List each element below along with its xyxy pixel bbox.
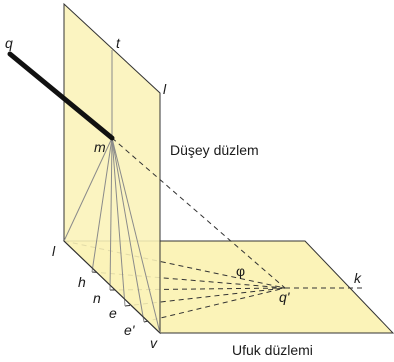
label-e-prime: e' [124,322,136,338]
rod-q [7,51,115,141]
fan-line-h [91,137,113,273]
projection-fan [63,137,161,334]
label-e: e [109,305,117,321]
label-v: v [150,335,158,351]
fan-line-l [63,137,113,242]
fan-line-eprime [111,137,145,323]
label-k: k [354,270,362,286]
label-t: t [116,35,121,51]
label-vertical-plane: Düşey düzlem [170,142,259,158]
label-q-prime: q' [279,289,291,305]
eprime-q-line [143,287,286,323]
label-horizontal-plane: Ufuk düzlemi [232,342,313,358]
ground-line [63,240,161,334]
label-h: h [78,274,86,290]
label-n: n [93,290,101,306]
fan-line-v [111,137,161,334]
label-l-top: l [163,81,167,97]
label-phi: φ [236,263,245,279]
fan-line-n [109,137,113,291]
label-m: m [94,139,106,155]
fan-line-e [111,137,126,307]
label-l-left: l [52,243,56,259]
label-q: q [5,35,13,51]
m-qprime-dashed-line [111,137,286,289]
